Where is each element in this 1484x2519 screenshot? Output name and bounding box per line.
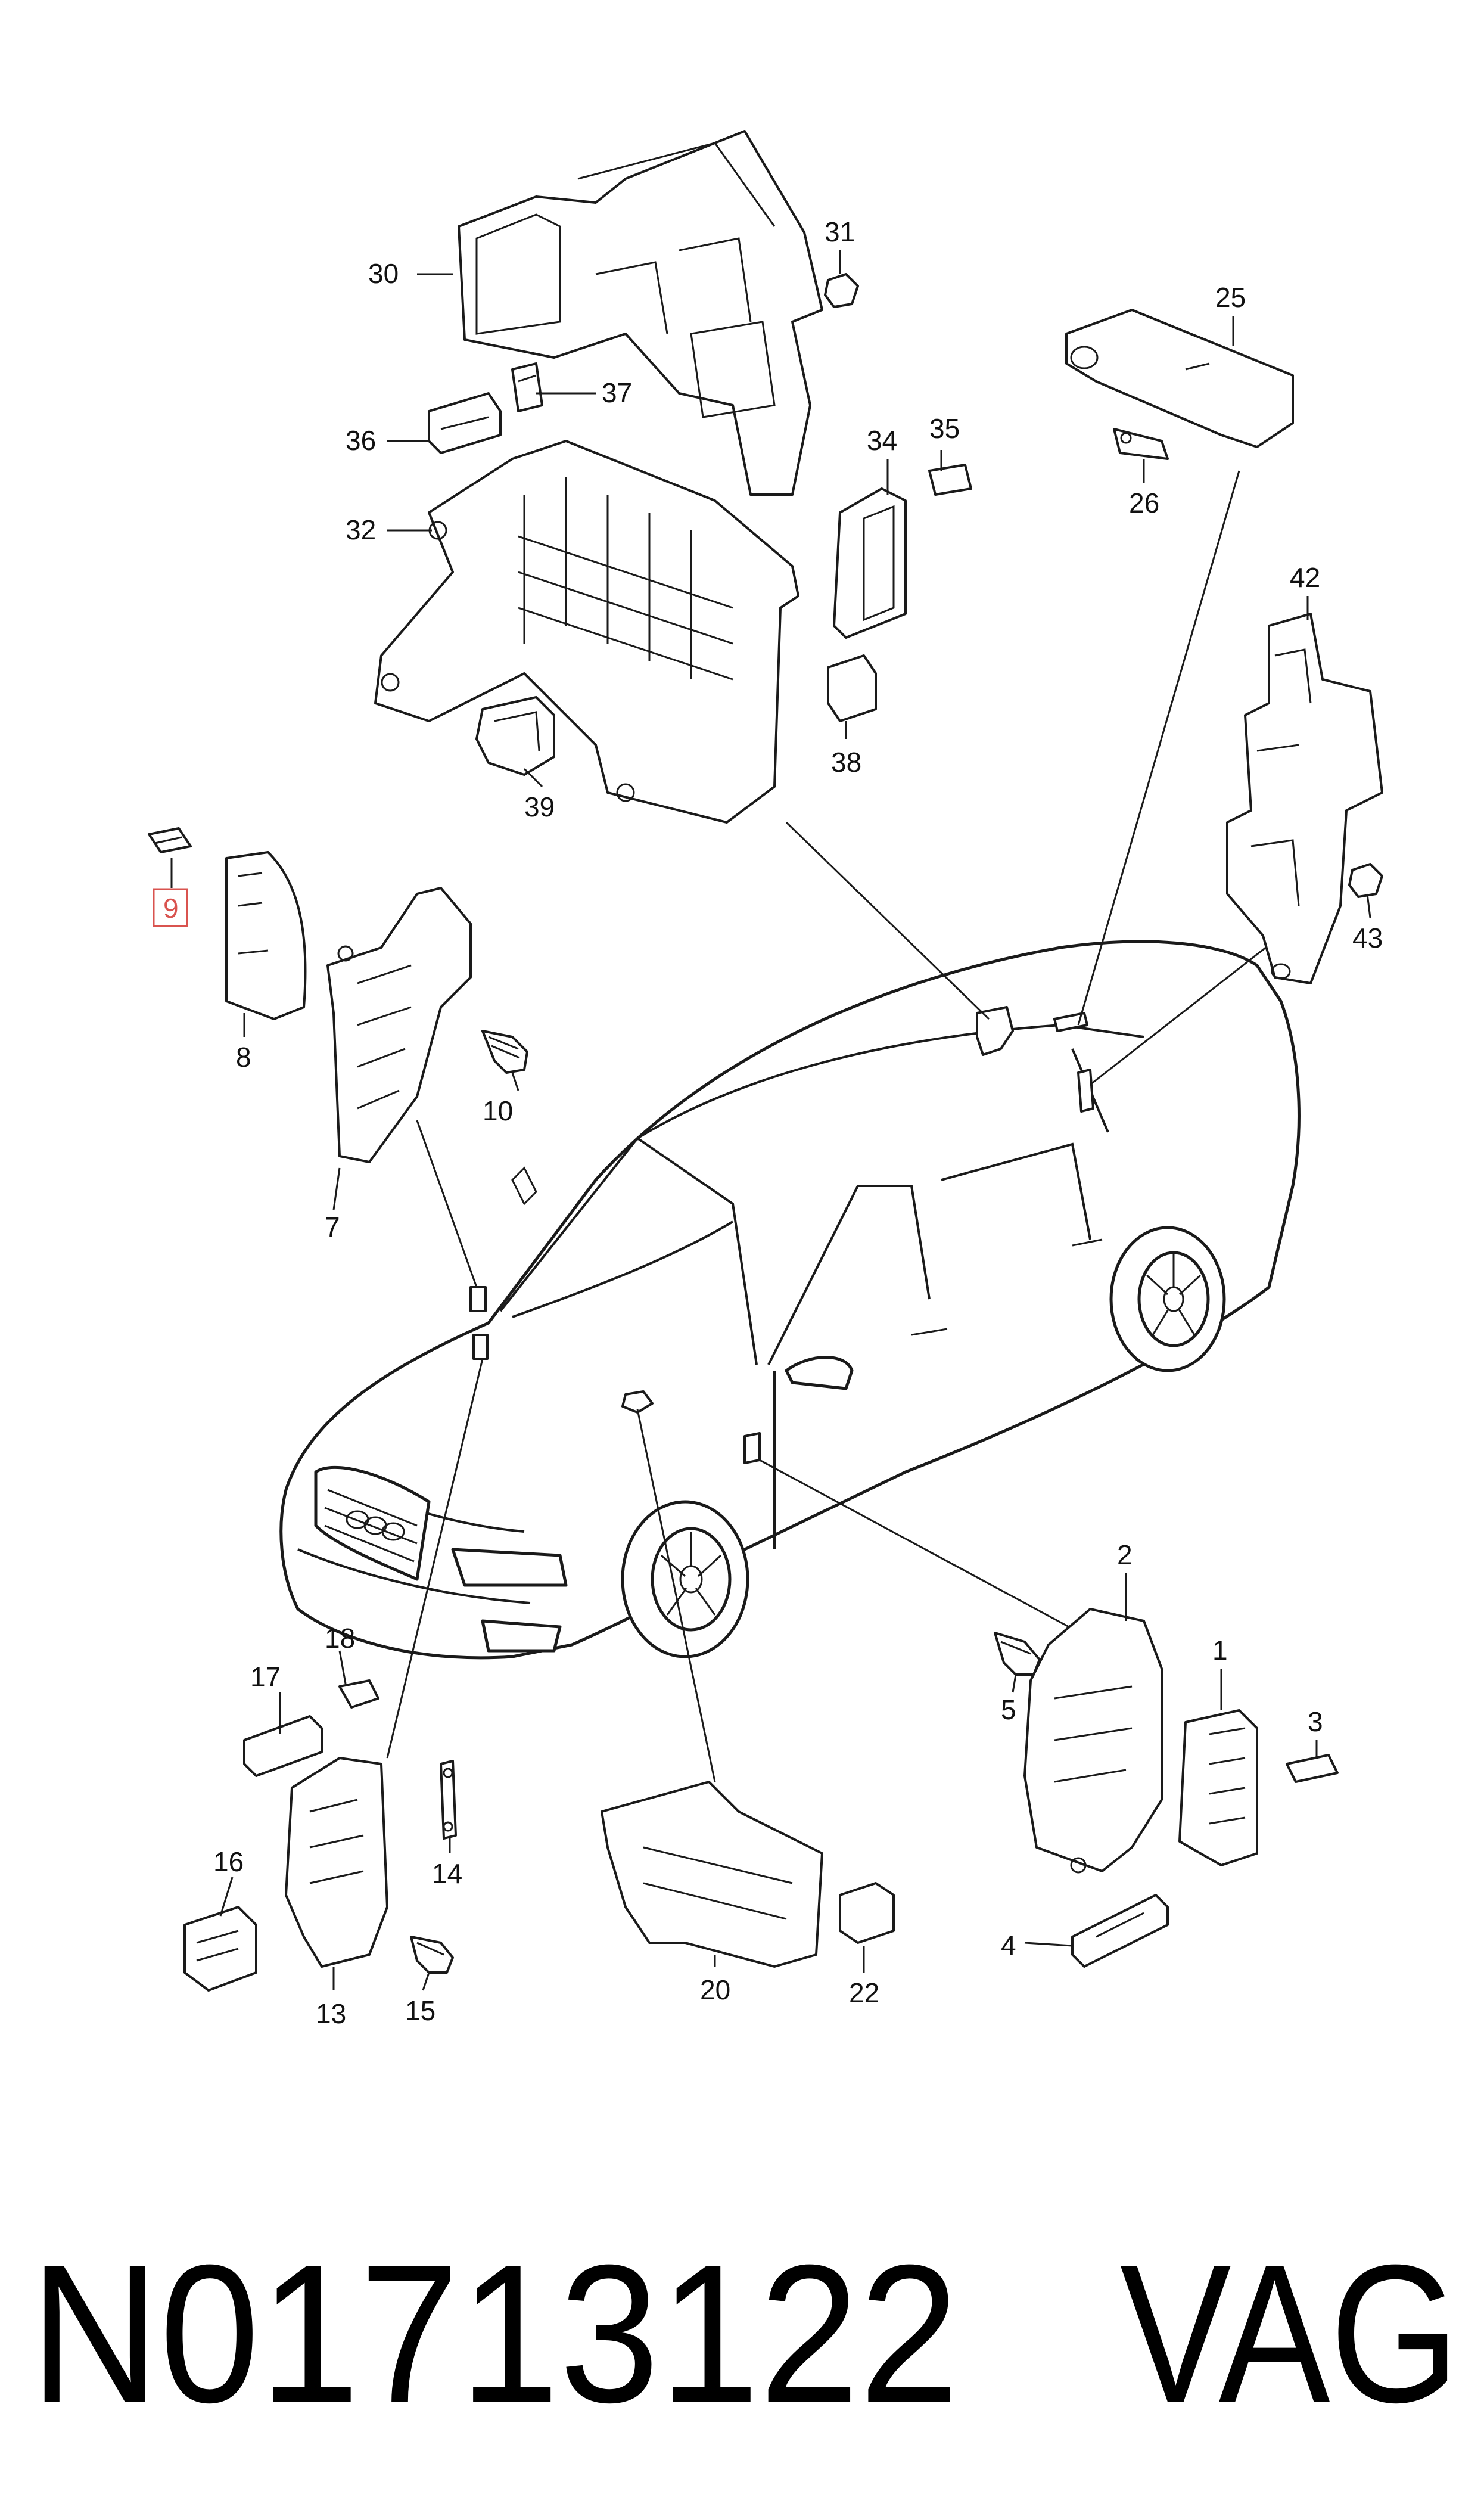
part-26-bracket (1113, 428, 1169, 460)
callout-labels: 30 31 37 36 32 34 35 38 39 25 26 42 43 9… (153, 216, 1383, 2029)
callout-26: 26 (1129, 487, 1159, 518)
part-4-strip (1071, 1894, 1169, 1968)
part-43-nut (1348, 863, 1383, 898)
callout-5: 5 (1001, 1694, 1016, 1725)
callout-9: 9 (163, 893, 179, 924)
part-38-relay (827, 654, 877, 722)
part-17-fuse-strip (243, 1715, 323, 1777)
part-9-fuse (148, 827, 192, 853)
part-30-housing (458, 130, 823, 496)
part-25-module (1065, 309, 1294, 448)
callout-17: 17 (250, 1661, 281, 1692)
part-18-fuse (338, 1679, 379, 1709)
callout-22: 22 (849, 1977, 879, 2008)
part-37-clip (511, 362, 543, 412)
callout-leaders (170, 250, 1371, 1991)
callout-9-highlight-box (153, 888, 188, 927)
callout-39: 39 (524, 791, 555, 822)
part-10-bolt (481, 1030, 528, 1074)
part-16-connector (183, 1906, 257, 1992)
callout-13: 13 (316, 1998, 346, 2029)
callout-3: 3 (1308, 1706, 1323, 1737)
footer: N01713122 VAG (30, 2223, 1460, 2443)
part-20-bracket (601, 1781, 823, 1968)
brand-label: VAG (1120, 2223, 1460, 2443)
part-35-fuse (928, 464, 972, 496)
callout-18: 18 (325, 1623, 355, 1654)
part-1-module (1178, 1709, 1258, 1866)
callout-15: 15 (405, 1995, 435, 2026)
callout-37: 37 (602, 377, 632, 408)
callout-7: 7 (325, 1212, 340, 1243)
callout-10: 10 (483, 1095, 513, 1126)
part-7-bracket (326, 887, 472, 1163)
part-2-bracket (1023, 1608, 1163, 1874)
part-39-holder (475, 696, 555, 776)
callout-4: 4 (1001, 1930, 1016, 1961)
callout-14: 14 (432, 1858, 462, 1889)
callout-31: 31 (825, 216, 855, 247)
callout-32: 32 (346, 514, 376, 545)
callout-38: 38 (831, 747, 861, 778)
part-15-bolt (410, 1936, 454, 1974)
callout-35: 35 (929, 413, 960, 444)
callout-36: 36 (346, 425, 376, 456)
part-14-bracket (440, 1760, 457, 1840)
callout-2: 2 (1117, 1539, 1133, 1570)
part-8-cover (225, 851, 307, 1020)
callout-42: 42 (1290, 562, 1320, 593)
part-13-bracket (285, 1757, 388, 1968)
part-5-bolt (994, 1632, 1041, 1676)
part-31-nut (824, 273, 859, 308)
callout-20: 20 (700, 1974, 730, 2005)
callout-30: 30 (368, 258, 399, 289)
callout-8: 8 (236, 1042, 251, 1073)
car-illustration (279, 940, 1301, 1660)
part-3-fuse (1286, 1754, 1339, 1783)
part-32-bracket (374, 440, 799, 824)
part-34-cover (833, 487, 907, 639)
part-number-label: N01713122 (30, 2223, 959, 2443)
part-42-bracket (1226, 613, 1383, 984)
part-22-relay (839, 1882, 895, 1944)
callout-25: 25 (1215, 282, 1246, 313)
callout-43: 43 (1352, 923, 1383, 953)
callout-34: 34 (867, 425, 897, 456)
callout-16: 16 (213, 1846, 244, 1877)
callout-1: 1 (1212, 1635, 1228, 1666)
part-36-clip (428, 392, 502, 454)
